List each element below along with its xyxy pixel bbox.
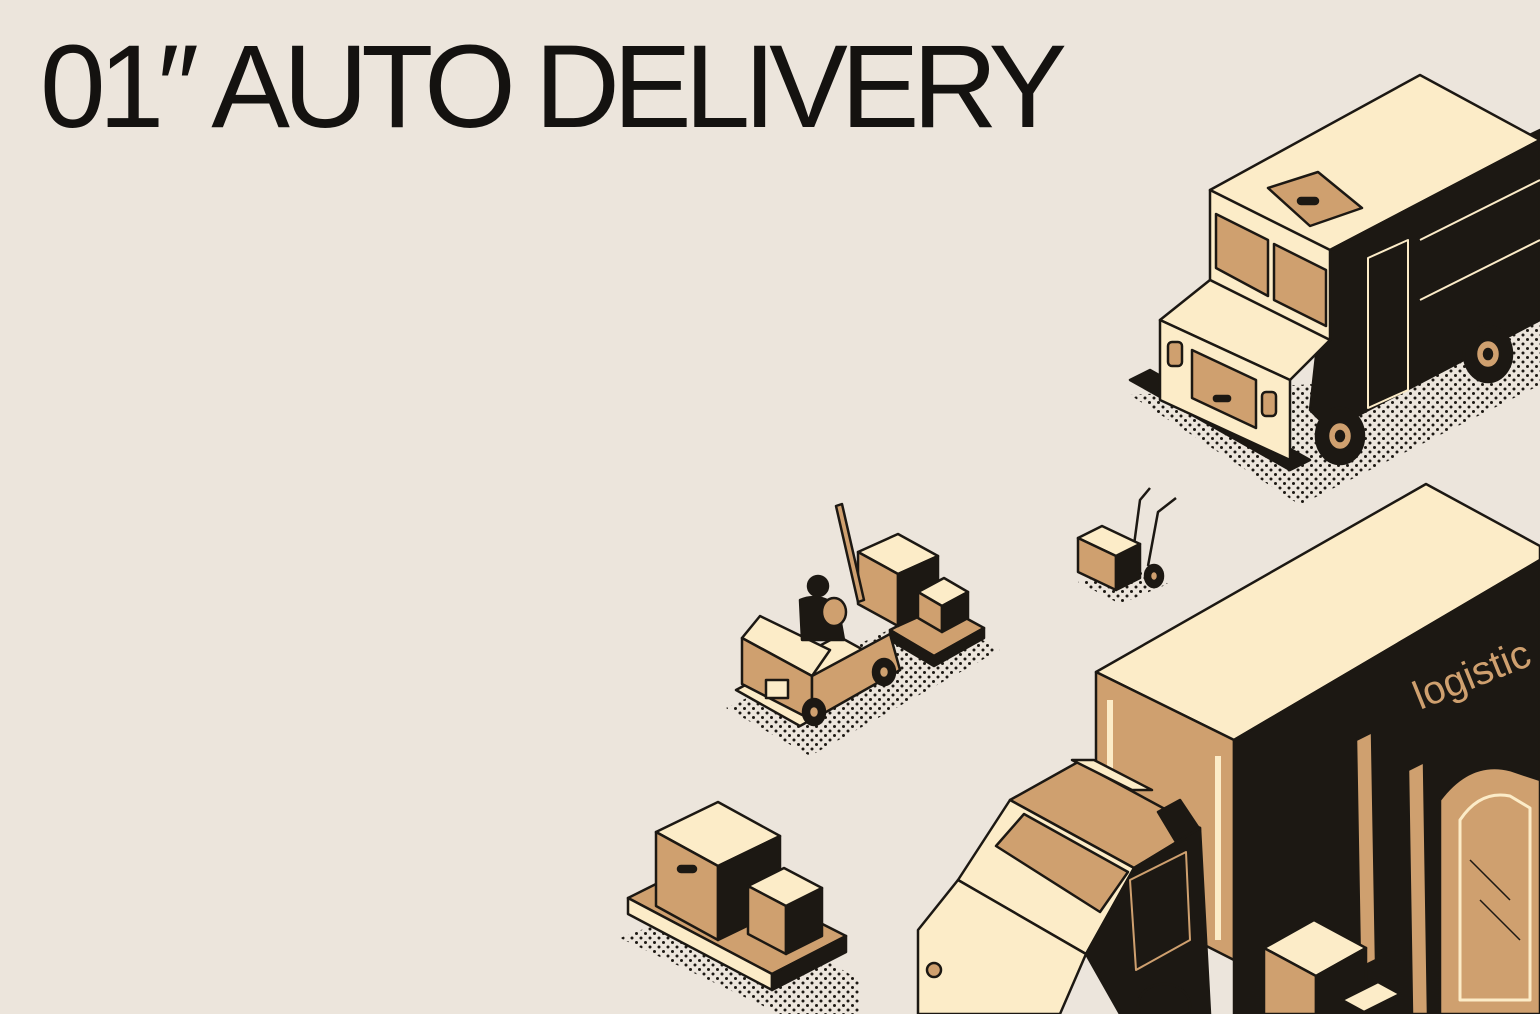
pallet-boxes xyxy=(620,800,860,1014)
forklift xyxy=(1240,730,1540,1014)
delivery-van xyxy=(1128,73,1540,505)
airport-tug xyxy=(726,502,1000,756)
box-truck: logistic xyxy=(916,482,1540,1014)
hand-truck xyxy=(1076,487,1177,604)
page-title: 01″ AUTO DELIVERY xyxy=(40,21,1067,153)
